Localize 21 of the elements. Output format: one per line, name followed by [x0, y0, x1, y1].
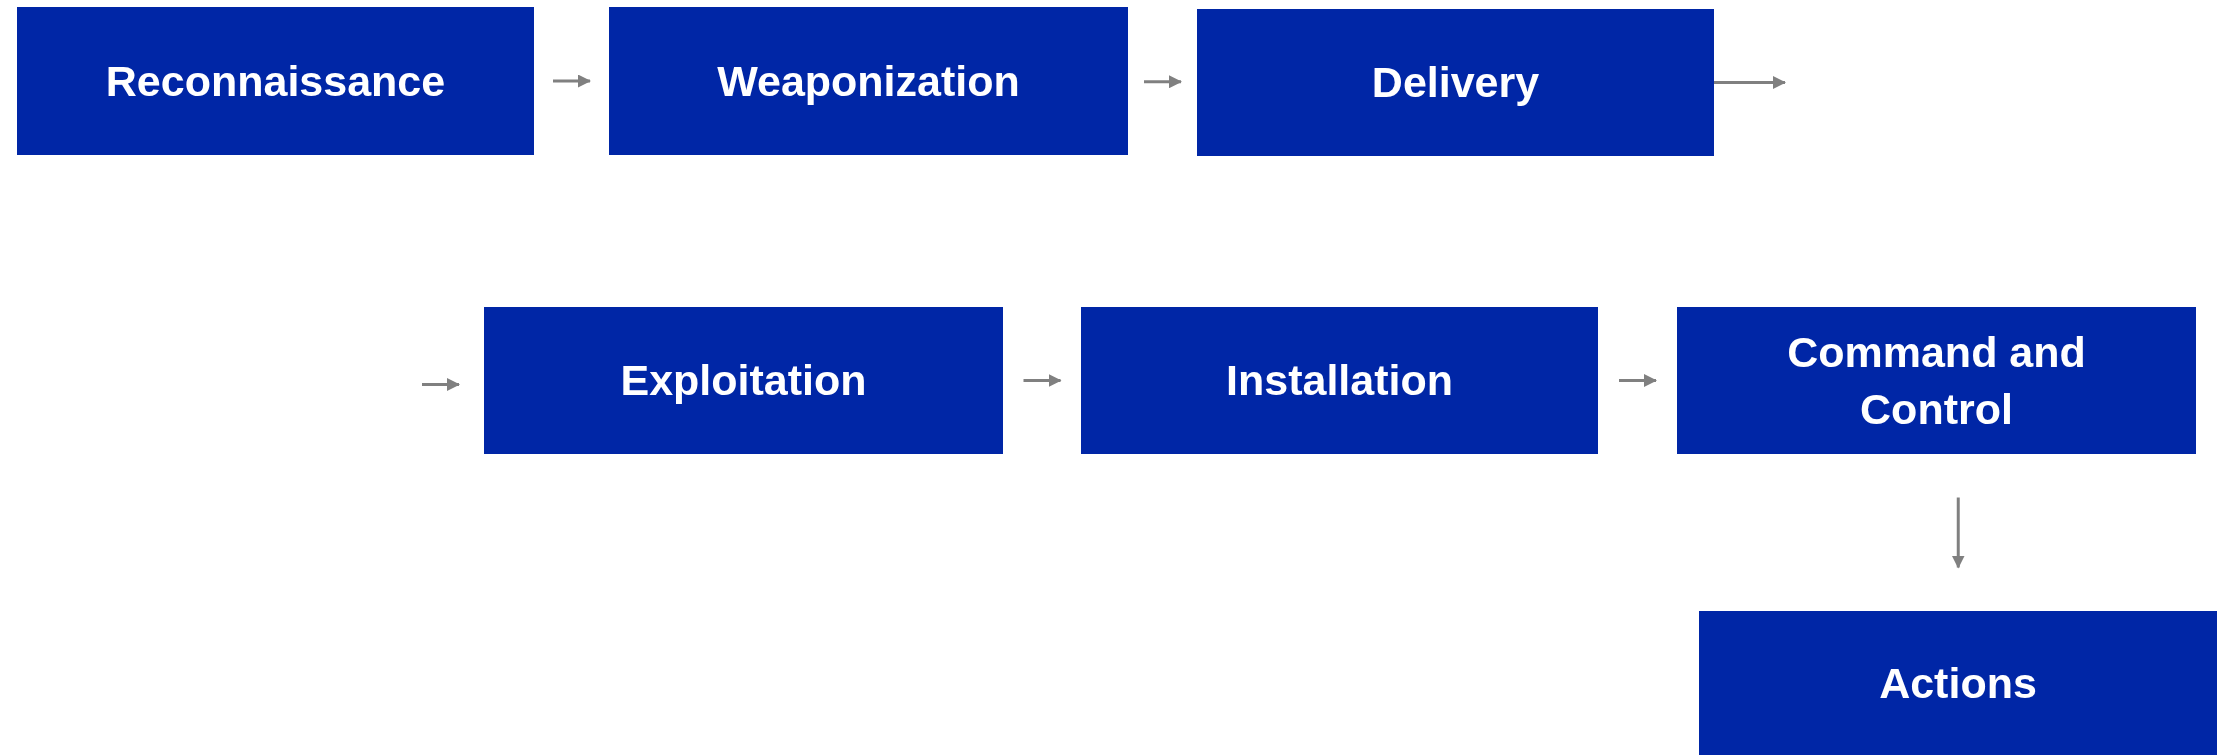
arrow — [1951, 497, 1965, 569]
process-box — [1699, 611, 2217, 755]
arrow — [1144, 75, 1182, 89]
box-label: Installation — [1226, 355, 1453, 406]
box-label: Command and Control — [1786, 326, 2087, 435]
box-label: Reconnaissance — [105, 55, 446, 107]
arrow — [422, 378, 460, 391]
box-label: Actions — [1879, 657, 2037, 709]
process-box — [1197, 9, 1714, 156]
arrow — [1714, 76, 1786, 89]
arrow — [1023, 374, 1062, 387]
process-box — [609, 7, 1128, 155]
arrow — [1619, 374, 1657, 387]
process-box — [1081, 307, 1598, 454]
box-label: Delivery — [1371, 57, 1540, 108]
box-label: Exploitation — [620, 355, 867, 406]
process-box — [484, 307, 1003, 454]
box-label: Weaponization — [717, 55, 1020, 107]
process-box — [17, 7, 534, 155]
arrow — [553, 74, 591, 88]
process-box — [1677, 307, 2196, 454]
